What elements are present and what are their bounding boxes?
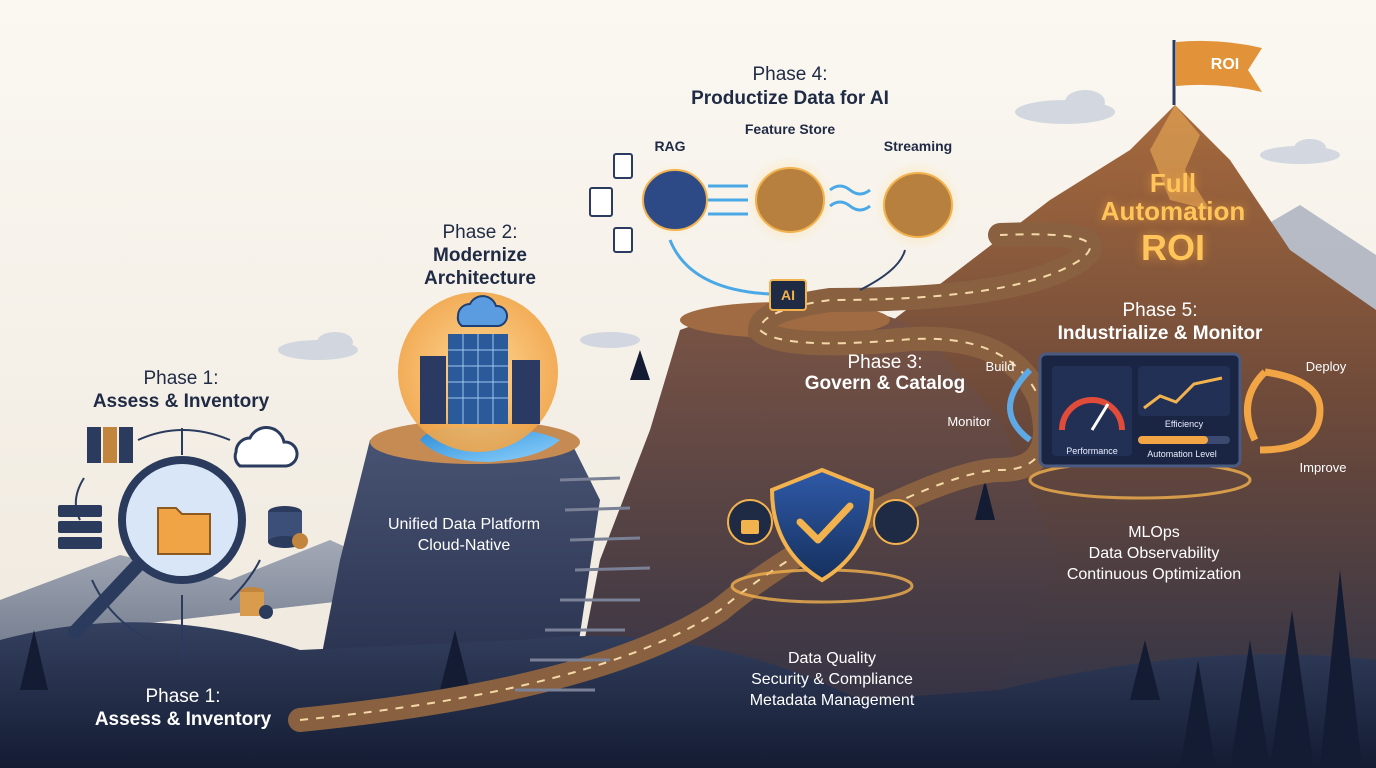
cloud-sync-icon [456, 295, 508, 327]
back-mountains-left [0, 540, 440, 640]
feature-store-brain-icon [755, 167, 825, 233]
phase5-detail-2: Data Observability [1088, 545, 1220, 562]
summit-line-3: ROI [1140, 227, 1205, 268]
forest-trees [20, 350, 1362, 768]
build-monitor-arrow [1007, 367, 1033, 443]
rag-brain-icon [642, 169, 708, 231]
summit-flag [1172, 40, 1262, 105]
globe-icon [873, 499, 919, 545]
stairs [515, 476, 651, 692]
cycle-deploy-label: Deploy [1305, 359, 1347, 374]
flag-label: ROI [1210, 56, 1240, 73]
folder-icon [157, 507, 211, 555]
phase5-title: Industrialize & Monitor [1057, 323, 1263, 344]
phase5-dashboard [1007, 352, 1324, 500]
cycle-build-label: Build [985, 359, 1015, 374]
phase2-building [398, 292, 558, 452]
rag-label: RAG [654, 138, 686, 154]
streaming-brain-icon [883, 172, 953, 238]
shield-check-icon [769, 467, 875, 583]
phase2-label: Phase 2: [442, 222, 518, 243]
phase3-detail-1: Data Quality [787, 650, 877, 667]
streaming-label: Streaming [883, 138, 953, 154]
phase3-shield [727, 467, 919, 604]
dashboard-performance-label: Performance [1066, 446, 1118, 456]
summit-line-2: Automation [1100, 196, 1246, 226]
database-small-icon [240, 587, 273, 619]
automation-level-bar [1138, 436, 1208, 444]
foreground-ground [0, 622, 1376, 768]
phase4-ai-pipeline [589, 153, 962, 311]
phase1-label: Phase 1: [143, 368, 219, 389]
phase5-label: Phase 5: [1122, 300, 1198, 321]
phase2-title-line2: Architecture [424, 268, 536, 289]
summit-highlight [1150, 105, 1210, 210]
phase4-title: Productize Data for AI [691, 88, 889, 109]
roi-flag-icon [1176, 40, 1262, 92]
phase3-title: Govern & Catalog [804, 373, 966, 394]
phase5-detail-1: MLOps [1128, 524, 1180, 541]
checkmark-icon [796, 502, 854, 544]
phase5-detail-3: Continuous Optimization [1066, 566, 1242, 583]
phase4-label: Phase 4: [752, 64, 828, 85]
phase1-bottom-label: Phase 1: [145, 686, 221, 707]
phase3-label: Phase 3: [847, 352, 923, 373]
document-icons [589, 153, 633, 253]
phase1-title: Assess & Inventory [92, 391, 270, 412]
server-rack-icon [87, 427, 133, 463]
performance-gauge-icon [1059, 397, 1125, 431]
efficiency-chart-icon [1143, 376, 1223, 410]
cloud-upload-icon [233, 426, 299, 468]
database-gear-icon [268, 506, 308, 549]
phase1-icons [58, 426, 308, 660]
cycle-monitor-label: Monitor [947, 414, 991, 429]
phase2-detail-1: Unified Data Platform [387, 516, 541, 533]
tower-windows [448, 334, 508, 424]
feature-store-label: Feature Store [744, 121, 836, 137]
deploy-improve-arrow [1259, 368, 1324, 454]
magnifier-handle [68, 558, 145, 639]
dashboard-efficiency-label: Efficiency [1164, 419, 1204, 429]
feedback-arrow [859, 249, 906, 291]
phase2-title-line1: Modernize [433, 245, 527, 266]
summit-line-1: Full [1149, 168, 1197, 198]
road-centerline [299, 233, 1091, 721]
data-flow-arrows [668, 184, 871, 296]
ai-chip-label: AI [781, 287, 795, 303]
phase1-bottom-title: Assess & Inventory [94, 709, 272, 730]
phase3-detail-3: Metadata Management [749, 692, 915, 709]
ai-chip-icon [769, 279, 807, 311]
phase2-detail-2: Cloud-Native [417, 537, 511, 554]
clouds [278, 90, 1340, 360]
dashboard-automation-label: Automation Level [1147, 449, 1217, 459]
cycle-improve-label: Improve [1299, 460, 1347, 475]
cycle-arrows [74, 428, 261, 660]
phase3-detail-2: Security & Compliance [751, 671, 913, 688]
server-stack-icon [58, 505, 102, 549]
